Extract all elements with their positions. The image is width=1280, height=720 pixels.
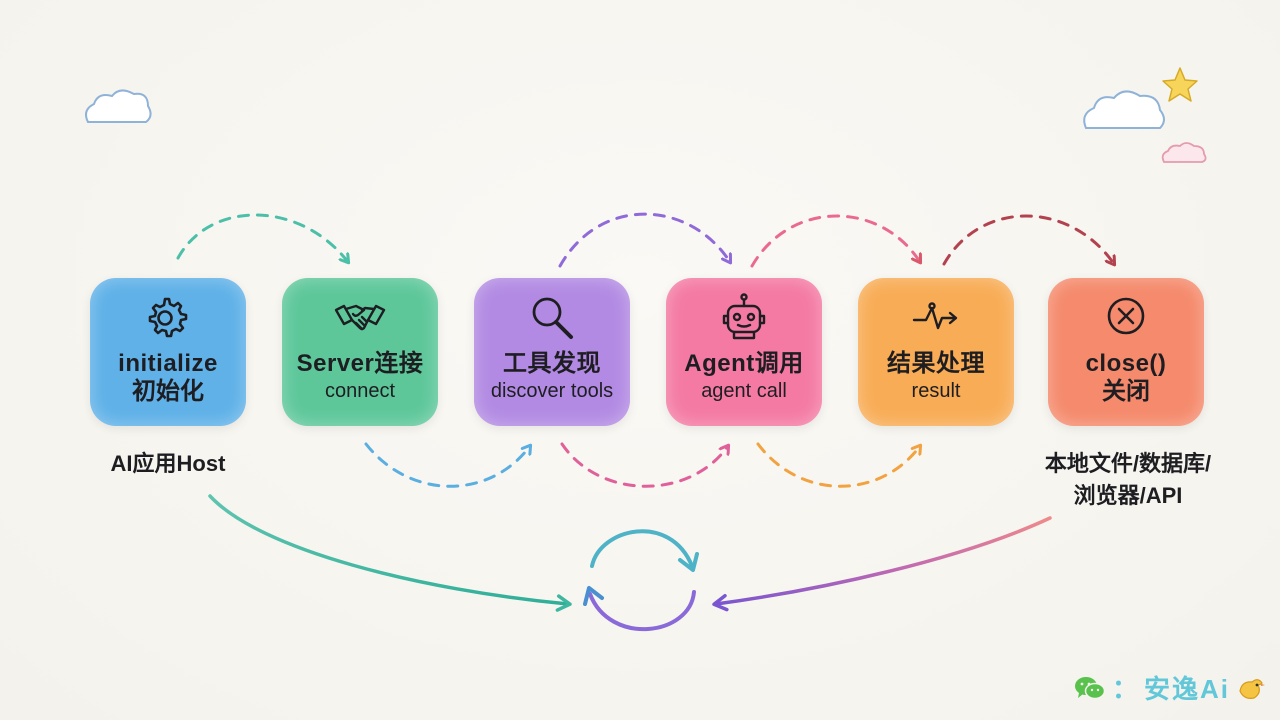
resources-label: 本地文件/数据库/ 浏览器/API	[1018, 448, 1238, 512]
cloud-icon	[85, 89, 152, 123]
step-initialize: initialize 初始化	[90, 278, 246, 426]
cloud-icon	[1161, 142, 1207, 163]
host-label: AI应用Host	[110, 451, 226, 476]
gear-icon	[148, 297, 188, 338]
magnifier-icon	[532, 297, 573, 339]
step-server-connect: Server连接 connect	[282, 278, 438, 426]
resources-label-line: 本地文件/数据库/	[1044, 451, 1212, 476]
connector-arrow	[942, 214, 1114, 264]
resources-label-line: 浏览器/API	[1073, 483, 1183, 508]
step-title: Server连接	[296, 350, 424, 377]
brand-name: 安逸Ai	[1143, 674, 1230, 704]
handshake-icon	[334, 304, 386, 331]
bird-icon	[1239, 678, 1265, 699]
pulse-arrow-icon	[912, 302, 958, 330]
step-agent-call: Agent调用 agent call	[666, 278, 822, 426]
connector-arrow	[750, 214, 920, 268]
step-subtitle: 初始化	[132, 378, 204, 405]
step-discover-tools: 工具发现 discover tools	[474, 278, 630, 426]
step-close: close() 关闭	[1048, 278, 1204, 426]
step-result: 结果处理 result	[858, 278, 1014, 426]
host-to-cycle-arrow	[208, 494, 572, 612]
step-title: initialize	[118, 350, 218, 377]
step-subtitle: discover tools	[490, 380, 614, 402]
wechat-icon	[1074, 676, 1106, 699]
robot-icon	[722, 293, 766, 340]
cloud-icon	[1083, 90, 1165, 129]
step-title: 工具发现	[503, 350, 601, 377]
step-title: 结果处理	[887, 350, 985, 377]
step-subtitle: result	[911, 380, 961, 402]
star-icon	[1162, 67, 1198, 102]
connector-arrow	[558, 212, 730, 268]
connector-arrow	[756, 442, 920, 488]
step-subtitle: connect	[324, 380, 396, 402]
connector-arrow	[364, 442, 530, 488]
step-title: Agent调用	[684, 350, 804, 377]
step-title: close()	[1085, 350, 1167, 377]
connector-arrow	[560, 442, 728, 488]
brand-watermark: ： 安逸Ai	[1074, 669, 1266, 706]
cycle-refresh-icon	[583, 529, 699, 631]
brand-separator: ：	[1111, 674, 1138, 704]
resources-to-cycle-arrow	[712, 516, 1052, 612]
step-subtitle: 关闭	[1102, 378, 1150, 405]
step-subtitle: agent call	[701, 380, 787, 402]
close-circle-icon	[1107, 297, 1145, 335]
connector-arrow	[176, 213, 348, 262]
